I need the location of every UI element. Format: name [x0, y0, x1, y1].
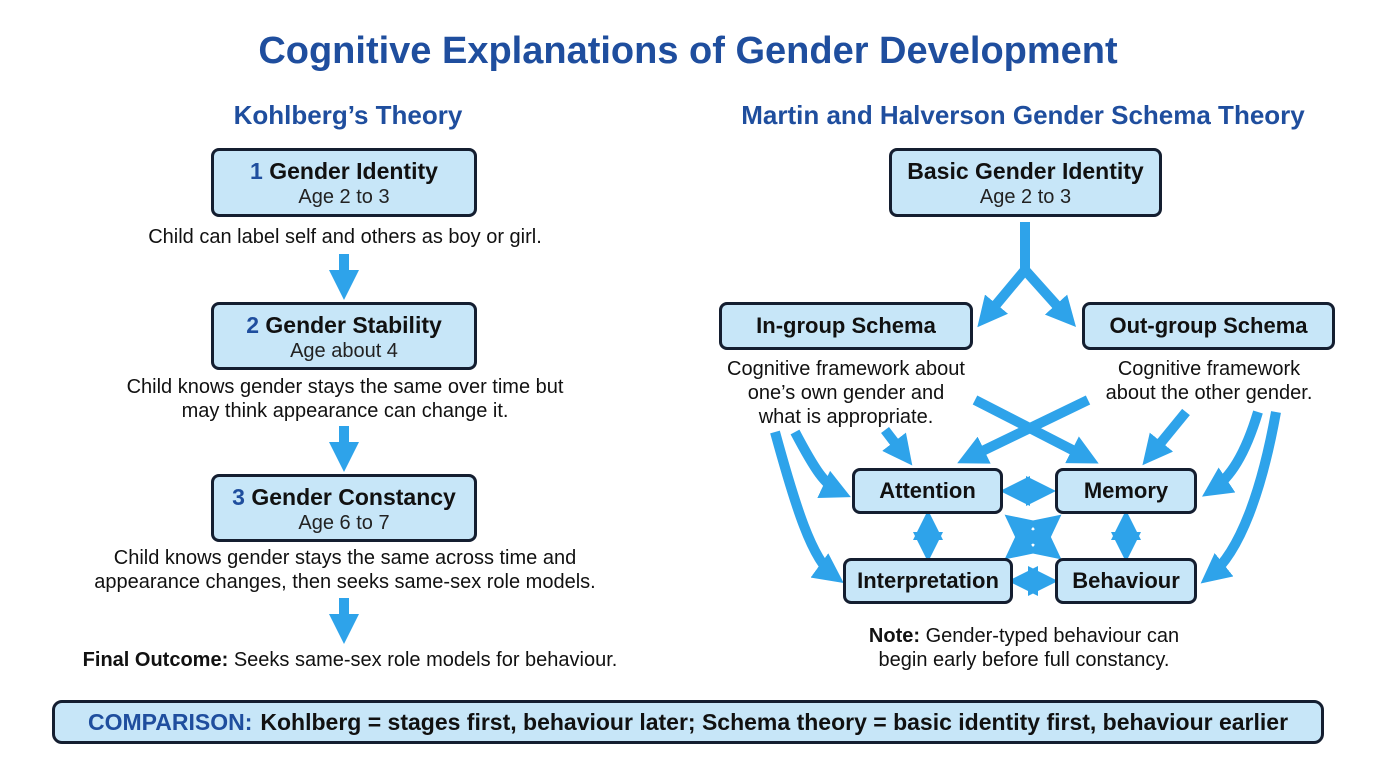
outgroup-description: Cognitive framework about the other gend… — [1078, 357, 1340, 405]
stage-description: Child knows gender stays the same across… — [40, 546, 650, 594]
stage-box-gender-stability: 2 Gender Stability Age about 4 — [211, 302, 477, 370]
ingroup-schema-box: In-group Schema — [719, 302, 973, 350]
stage-description-line: Child can label self and others as boy o… — [148, 226, 542, 248]
final-outcome-label: Final Outcome: — [82, 649, 229, 671]
final-outcome-text: Seeks same-sex role models for behaviour… — [233, 649, 618, 671]
behaviour-box: Behaviour — [1055, 558, 1197, 604]
arrow-outgroup-to-behaviour — [1200, 411, 1281, 584]
page-title: Cognitive Explanations of Gender Develop… — [258, 30, 1118, 72]
stage-box-gender-identity: 1 Gender Identity Age 2 to 3 — [211, 148, 477, 217]
arrow-basic-to-outgroup — [1021, 266, 1077, 327]
note-line: begin early before full constancy. — [878, 649, 1170, 671]
stage-age: Age about 4 — [290, 340, 398, 362]
stage-name: Gender Identity — [269, 158, 438, 184]
arrow-outgroup-to-memory-curve — [1202, 410, 1263, 497]
stage-description-line: may think appearance can change it. — [181, 400, 509, 422]
ingroup-description: Cognitive framework about one’s own gend… — [706, 357, 986, 429]
schema-heading: Martin and Halverson Gender Schema Theor… — [741, 100, 1305, 130]
attention-box: Attention — [852, 468, 1003, 514]
comparison-text: Kohlberg = stages first, behaviour later… — [260, 708, 1289, 735]
ingroup-description-line: what is appropriate. — [758, 406, 934, 428]
final-outcome: Final Outcome: Seeks same-sex role model… — [40, 648, 660, 672]
stage-description-line: Child knows gender stays the same across… — [113, 547, 577, 569]
stage-description-line: Child knows gender stays the same over t… — [126, 376, 564, 398]
arrow-ingroup-to-attention — [881, 426, 913, 466]
stage-name: Gender Stability — [265, 312, 442, 338]
arrow-ingroup-to-attention-curve — [790, 429, 851, 498]
stage-description: Child can label self and others as boy o… — [60, 225, 630, 249]
stage-number: 1 — [250, 158, 263, 184]
stage-name: Gender Constancy — [251, 484, 456, 510]
kohlberg-heading: Kohlberg’s Theory — [233, 100, 463, 130]
stage-number: 2 — [246, 312, 260, 338]
basic-gender-identity-title: Basic Gender Identity — [907, 158, 1144, 184]
stage-description: Child knows gender stays the same over t… — [60, 375, 630, 423]
schema-note: Note: Gender-typed behaviour can begin e… — [824, 624, 1224, 672]
arrow-outgroup-to-attention — [957, 395, 1091, 464]
comparison-label: COMPARISON: — [87, 708, 253, 735]
ingroup-description-line: one’s own gender and — [747, 382, 945, 404]
stage-box-gender-constancy: 3 Gender Constancy Age 6 to 7 — [211, 474, 477, 542]
outgroup-schema-box: Out-group Schema — [1082, 302, 1335, 350]
stage-age: Age 6 to 7 — [298, 512, 390, 534]
stage-description-line: appearance changes, then seeks same-sex … — [94, 571, 596, 593]
arrow-ingroup-to-interpretation — [770, 430, 844, 584]
basic-gender-identity-box: Basic Gender Identity Age 2 to 3 — [889, 148, 1162, 217]
comparison-bar: COMPARISON: Kohlberg = stages first, beh… — [52, 700, 1324, 744]
stage-number: 3 — [232, 484, 245, 510]
arrow-cross-memory-interpretation — [1004, 514, 1062, 560]
memory-box: Memory — [1055, 468, 1197, 514]
arrow-basic-to-ingroup — [977, 266, 1029, 328]
basic-gender-identity-age: Age 2 to 3 — [979, 186, 1072, 208]
arrow-outgroup-to-memory — [1142, 408, 1190, 466]
outgroup-description-line: about the other gender. — [1105, 382, 1313, 404]
interpretation-box: Interpretation — [843, 558, 1013, 604]
note-line: Gender-typed behaviour can — [925, 625, 1180, 647]
stage-age: Age 2 to 3 — [298, 186, 390, 208]
outgroup-description-line: Cognitive framework — [1117, 358, 1301, 380]
ingroup-description-line: Cognitive framework about — [727, 358, 965, 380]
note-label: Note: — [868, 625, 921, 647]
